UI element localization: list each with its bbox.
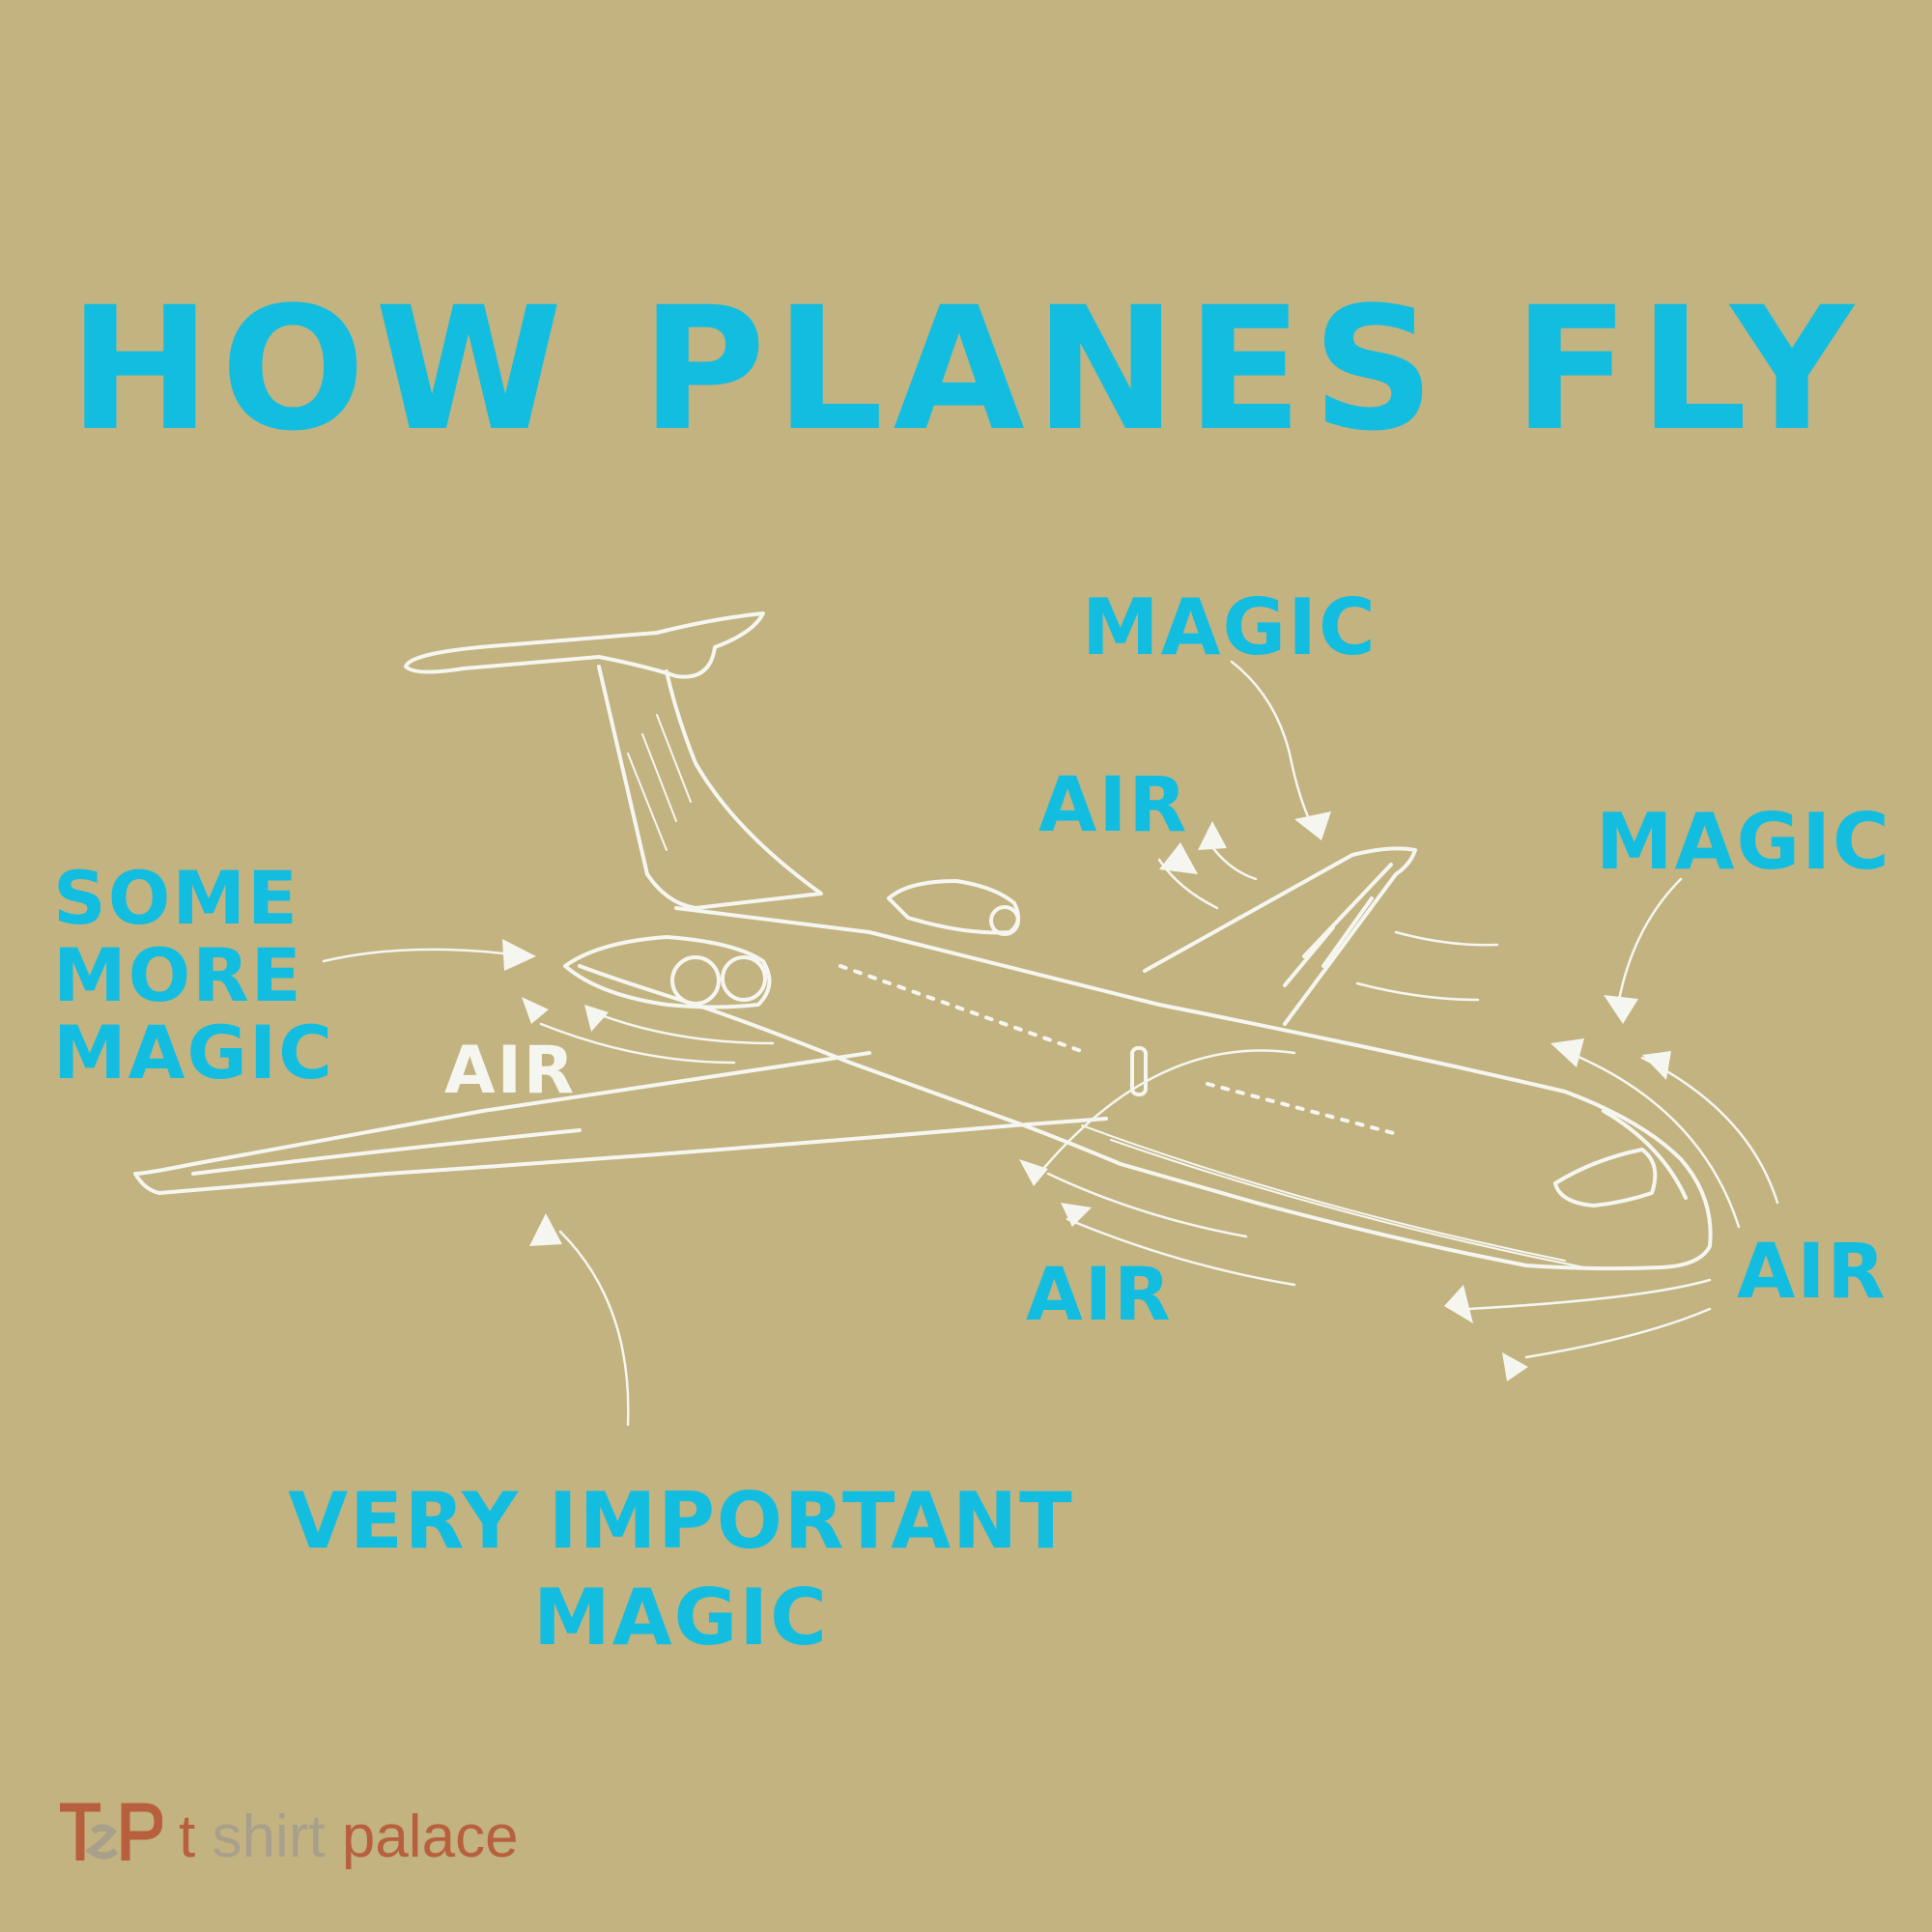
label-magic-right: MAGIC (1596, 797, 1891, 887)
tailplane (404, 611, 765, 679)
brand-name: t shirt palace (179, 1799, 519, 1876)
poster-title: HOW PLANES FLY (69, 270, 1863, 469)
label-more-line: MORE (53, 932, 303, 1018)
label-some-line: SOME (53, 855, 299, 941)
label-air-bottom: AIR (1026, 1251, 1173, 1337)
label-air-left: AIR (444, 1033, 577, 1109)
tsp-logo-icon (60, 1803, 162, 1861)
right-wing (1143, 846, 1417, 1026)
label-very-important-magic: VERY IMPORTANT MAGIC (288, 1476, 1074, 1662)
tail-fin (597, 665, 823, 910)
arrow-heads (502, 811, 1671, 1381)
label-magic-line: MAGIC (53, 1009, 334, 1095)
brand-name-shirt: shirt (212, 1804, 326, 1870)
brand-name-t: t (179, 1804, 196, 1870)
label-magic-top: MAGIC (1082, 582, 1378, 672)
left-engine (563, 935, 772, 1009)
cockpit-window (1553, 1148, 1658, 1208)
label-some-more-magic: SOME MORE MAGIC (53, 860, 334, 1092)
upper-engine (887, 879, 1020, 935)
fuselage (578, 906, 1713, 1271)
left-wing (133, 1051, 1108, 1195)
label-air-upper: AIR (1038, 762, 1189, 849)
brand-name-palace: palace (341, 1804, 519, 1870)
label-air-right: AIR (1737, 1229, 1888, 1316)
